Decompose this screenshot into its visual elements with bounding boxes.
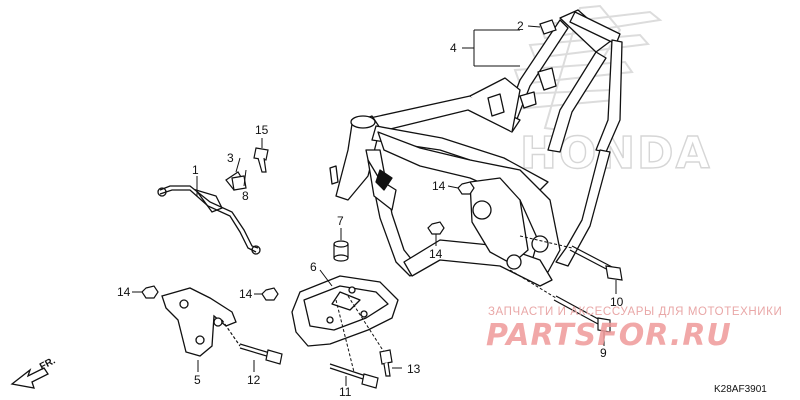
nut-part-8 (231, 175, 247, 191)
callout-7: 7 (337, 214, 344, 228)
shop-watermark-logo: PARTSFOR.RU (486, 318, 732, 353)
nut-14-left (141, 285, 159, 299)
callout-3: 3 (227, 151, 234, 165)
callout-14-left: 14 (117, 285, 131, 299)
callout-14-frame: 14 (432, 179, 446, 193)
dash-6-11 (335, 299, 355, 373)
figure-code: K28AF3901 (714, 384, 767, 395)
leader-2 (527, 25, 541, 28)
nut-14-frame (457, 181, 475, 195)
callout-2: 2 (517, 19, 524, 33)
frame-body (329, 9, 623, 287)
bolt-part-12 (221, 319, 283, 365)
shop-watermark-tagline: ЗАПЧАСТИ И АКСЕССУАРЫ ДЛЯ МОТОТЕХНИКИ (488, 306, 783, 318)
callout-13: 13 (407, 362, 421, 376)
callout-8: 8 (242, 189, 249, 203)
front-direction-arrow (10, 367, 49, 389)
bolt-part-11 (329, 363, 379, 389)
bolt-part-13 (379, 349, 393, 377)
callout-14-mid: 14 (239, 287, 253, 301)
callout-1: 1 (192, 163, 199, 177)
callout-14-lower: 14 (429, 247, 443, 261)
dash-6-13 (347, 295, 385, 353)
bolt-part-10 (569, 245, 623, 281)
label-plate-part-2 (539, 19, 557, 35)
callout-5: 5 (194, 373, 201, 387)
leader-6 (319, 269, 333, 287)
bolt-part-9 (553, 295, 611, 333)
callout-4: 4 (450, 41, 457, 55)
dash-10 (519, 235, 573, 249)
dash-9 (509, 269, 557, 299)
callout-bracket-4 (462, 29, 520, 67)
bolt-part-15 (253, 147, 269, 173)
callout-15: 15 (255, 123, 269, 137)
callout-12: 12 (247, 373, 261, 387)
honda-text-watermark: HONDA (520, 128, 712, 179)
leader-14c (447, 185, 459, 189)
bracket-part-5 (161, 287, 237, 357)
callout-10: 10 (610, 295, 624, 309)
skid-plate-part-6 (291, 275, 399, 347)
harness-stay-part-1 (157, 185, 261, 255)
leader-8 (243, 169, 247, 187)
nut-14-mid (261, 287, 279, 301)
leader-3 (235, 157, 241, 173)
collar-part-7 (333, 240, 349, 262)
callout-6: 6 (310, 260, 317, 274)
callout-9: 9 (600, 346, 607, 360)
nut-14-lower (427, 221, 445, 235)
callout-11: 11 (339, 385, 352, 399)
